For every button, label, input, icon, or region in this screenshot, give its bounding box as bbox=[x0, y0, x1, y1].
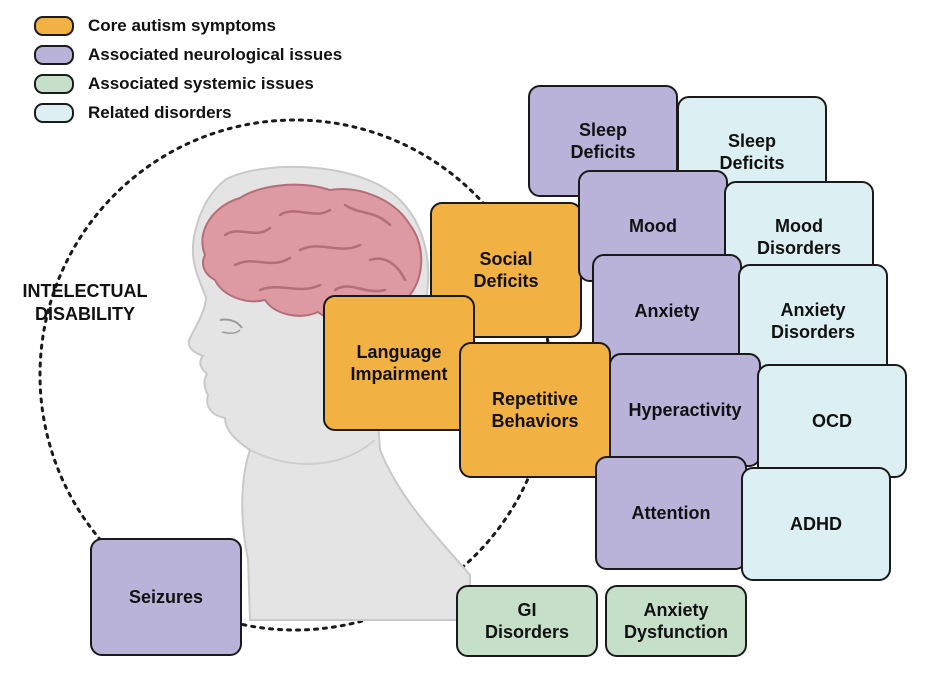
anxiety-disorders-box: Anxiety Disorders bbox=[738, 264, 888, 378]
legend-item-related: Related disorders bbox=[34, 103, 232, 123]
ocd-box: OCD bbox=[757, 364, 907, 478]
legend-label: Associated neurological issues bbox=[88, 45, 343, 64]
legend-swatch-systemic bbox=[34, 74, 74, 94]
legend-swatch-core bbox=[34, 16, 74, 36]
intellectual-disability-label: INTELECTUAL DISABILITY bbox=[22, 281, 148, 324]
legend-swatch-related bbox=[34, 103, 74, 123]
legend-item-neurological: Associated neurological issues bbox=[34, 45, 342, 65]
hyperactivity-box: Hyperactivity bbox=[609, 353, 761, 467]
legend-item-systemic: Associated systemic issues bbox=[34, 74, 314, 94]
anxiety-dysfunction-box: Anxiety Dysfunction bbox=[605, 585, 747, 657]
attention-box: Attention bbox=[595, 456, 747, 570]
legend-item-core: Core autism symptoms bbox=[34, 16, 276, 36]
language-impairment-box: Language Impairment bbox=[323, 295, 475, 431]
legend-label: Core autism symptoms bbox=[88, 16, 276, 35]
legend-label: Associated systemic issues bbox=[88, 74, 314, 93]
gi-disorders-box: GI Disorders bbox=[456, 585, 598, 657]
legend-swatch-neurological bbox=[34, 45, 74, 65]
legend-label: Related disorders bbox=[88, 103, 232, 122]
adhd-box: ADHD bbox=[741, 467, 891, 581]
seizures-box: Seizures bbox=[90, 538, 242, 656]
anxiety-box: Anxiety bbox=[592, 254, 742, 368]
repetitive-behaviors-box: Repetitive Behaviors bbox=[459, 342, 611, 478]
